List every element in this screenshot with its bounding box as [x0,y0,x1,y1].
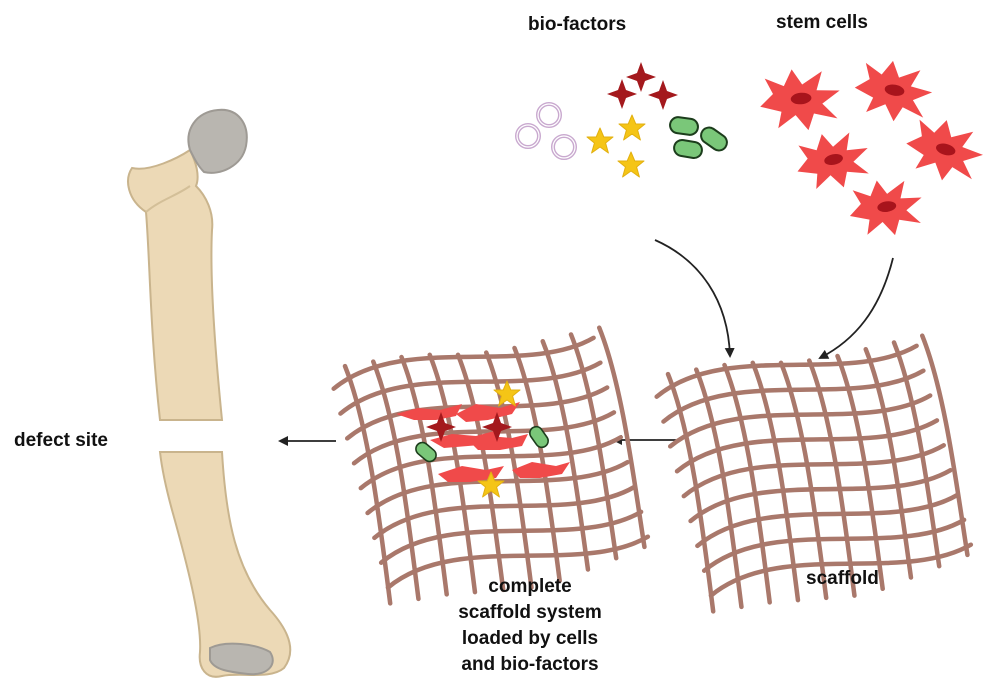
growth-factor-star-icon [618,152,644,177]
growth-factor-star-icon [587,128,613,153]
bone-upper-shaft [128,150,222,420]
growth-factor-star-icon [648,80,678,110]
bio-factors-label: bio-factors [528,14,626,36]
arrow-biofactors-to-scaffold [655,240,730,356]
complete-label-line: complete [430,574,630,600]
defect-site-label: defect site [14,430,108,452]
stem-cell-icon [512,462,570,478]
stem-cell-icon [850,55,936,127]
capsule-icon [673,139,703,160]
ring-icon [553,136,575,158]
ring-icon [538,104,560,126]
growth-factor-star-icon [607,79,637,109]
complete-label-line: loaded by cells [430,626,630,652]
growth-factor-star-icon [626,62,656,92]
complete-label-line: and bio-factors [430,652,630,678]
complete-scaffold-system [334,328,648,604]
stem-cells-cluster [757,55,989,241]
bone-icon [128,110,290,677]
scaffold-label: scaffold [806,568,879,590]
stem-cell-icon [757,65,843,134]
scaffold-mesh-icon [334,328,648,604]
arrow-stemcells-to-scaffold [820,258,893,358]
complete-label-line: scaffold system [430,600,630,626]
capsule-icon [669,116,699,136]
bio-factors-cluster [517,62,730,177]
stem-cells-label: stem cells [776,12,868,34]
stem-cell-icon [846,175,927,241]
growth-factor-star-icon [619,115,645,140]
complete-scaffold-label: complete scaffold system loaded by cells… [430,574,630,678]
ring-icon [517,125,539,147]
stem-cell-icon [791,125,875,196]
bone-head [188,110,246,173]
stem-cell-icon [899,112,989,189]
